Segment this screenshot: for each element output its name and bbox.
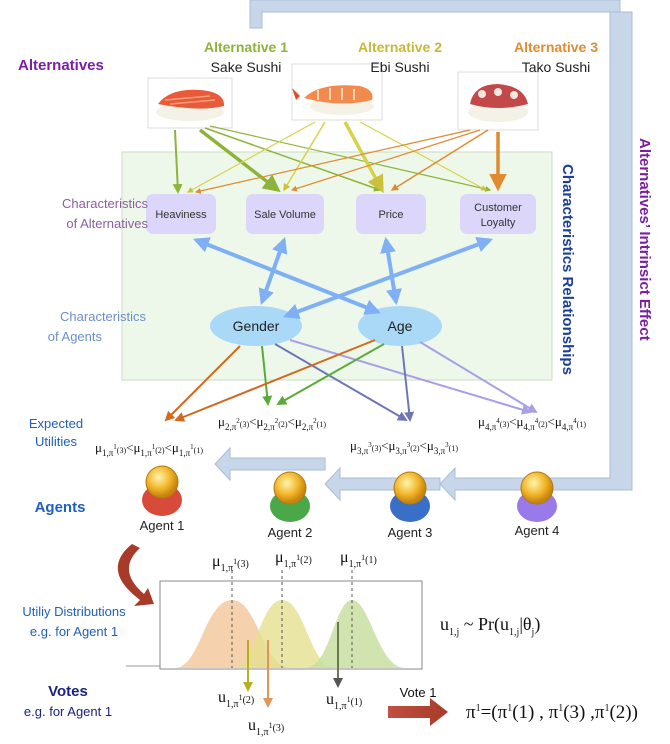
intrinsic-effect-frame bbox=[214, 0, 633, 502]
utility-distribution-plot bbox=[126, 570, 423, 708]
expected-utilities-label-2: Utilities bbox=[35, 434, 77, 449]
agent-3-label: Agent 3 bbox=[388, 525, 433, 540]
gender-node bbox=[210, 306, 302, 346]
sake-sushi-image bbox=[147, 77, 233, 129]
agent-2-icon bbox=[270, 471, 310, 522]
loyalty-label: Loyalty bbox=[481, 217, 516, 229]
utility-distributions-label-1: Utiliy Distributions bbox=[22, 604, 126, 619]
heaviness-label: Heaviness bbox=[155, 209, 207, 221]
characteristics-agents-label-2: of Agents bbox=[48, 329, 103, 344]
votes-label: Votes bbox=[48, 683, 88, 700]
characteristics-alternatives-label-1: Characteristics bbox=[62, 196, 148, 211]
agent-4-icon bbox=[517, 471, 557, 522]
expected-utility-agent-1: μ1,π1(3)<μ1,π1(2)<μ1,π1(1) bbox=[95, 440, 203, 458]
price-node bbox=[356, 194, 426, 234]
agent-1-icon bbox=[142, 465, 182, 516]
sample-utility-1: u1,π1(1) bbox=[326, 691, 362, 712]
agent-3-icon bbox=[390, 471, 430, 522]
heaviness-node bbox=[146, 194, 216, 234]
alternative-2-title: Alternative 2 bbox=[358, 39, 442, 55]
characteristics-panel bbox=[121, 151, 553, 381]
alternative-3-name: Tako Sushi bbox=[522, 59, 590, 75]
alternative-3-title: Alternative 3 bbox=[514, 39, 598, 55]
tako-sushi-image bbox=[457, 71, 539, 131]
sale-volume-node bbox=[246, 194, 324, 234]
sample-utility-2: u1,π1(2) bbox=[218, 689, 254, 710]
age-label: Age bbox=[388, 318, 413, 334]
expected-utility-agent-4: μ4,π4(3)<μ4,π4(2)<μ4,π4(1) bbox=[478, 414, 586, 432]
utility-distributions-label-2: e.g. for Agent 1 bbox=[30, 624, 118, 639]
mean-label-3: μ1,π1(3) bbox=[212, 553, 249, 574]
alternatives-label: Alternatives bbox=[18, 57, 104, 74]
expected-utilities-label-1: Expected bbox=[29, 416, 83, 431]
agent-characteristic-arrows bbox=[164, 339, 538, 422]
mean-label-2: μ1,π1(2) bbox=[275, 549, 312, 570]
vote-ranking-formula: π1=(π1(1) , π1(3) ,π1(2)) bbox=[466, 702, 638, 723]
agent-1-to-distribution-arrow bbox=[117, 544, 154, 606]
alternative-to-characteristic-arrows bbox=[172, 121, 507, 194]
votes-sub-label: e.g. for Agent 1 bbox=[24, 704, 112, 719]
agent-4-label: Agent 4 bbox=[515, 523, 560, 538]
customer-loyalty-node bbox=[460, 194, 536, 234]
intrinsic-effect-label: Alternatives’ Intrinsict Effect bbox=[636, 138, 653, 341]
agent-2-label: Agent 2 bbox=[268, 525, 313, 540]
alternative-2-name: Ebi Sushi bbox=[370, 59, 429, 75]
mean-label-1: μ1,π1(1) bbox=[340, 549, 377, 570]
agent-1-label: Agent 1 bbox=[140, 518, 185, 533]
sample-utility-3: u1,π1(3) bbox=[248, 717, 284, 738]
characteristics-alternatives-label-2: of Alternatives bbox=[66, 216, 148, 231]
agents-label: Agents bbox=[35, 499, 86, 516]
characteristic-relationship-arrows bbox=[193, 236, 493, 320]
customer-label: Customer bbox=[474, 202, 522, 214]
alternative-1-title: Alternative 1 bbox=[204, 39, 288, 55]
vote-arrow bbox=[388, 698, 448, 726]
expected-utility-agent-3: μ3,π3(3)<μ3,π3(2)<μ3,π3(1) bbox=[350, 438, 458, 456]
utility-distribution-formula: u1,j ~ Pr(u1,j|θj) bbox=[440, 614, 540, 638]
expected-utility-agent-2: μ2,π2(3)<μ2,π2(2)<μ2,π2(1) bbox=[218, 414, 326, 432]
characteristics-agents-label-1: Characteristics bbox=[60, 309, 146, 324]
characteristics-relationships-label: Characteristics Relationships bbox=[559, 164, 576, 375]
vote-label: Vote 1 bbox=[400, 685, 437, 700]
alternative-1-name: Sake Sushi bbox=[211, 59, 282, 75]
ebi-sushi-image bbox=[291, 63, 383, 121]
price-label: Price bbox=[378, 209, 403, 221]
sale-volume-label: Sale Volume bbox=[254, 209, 316, 221]
gender-label: Gender bbox=[233, 318, 280, 334]
